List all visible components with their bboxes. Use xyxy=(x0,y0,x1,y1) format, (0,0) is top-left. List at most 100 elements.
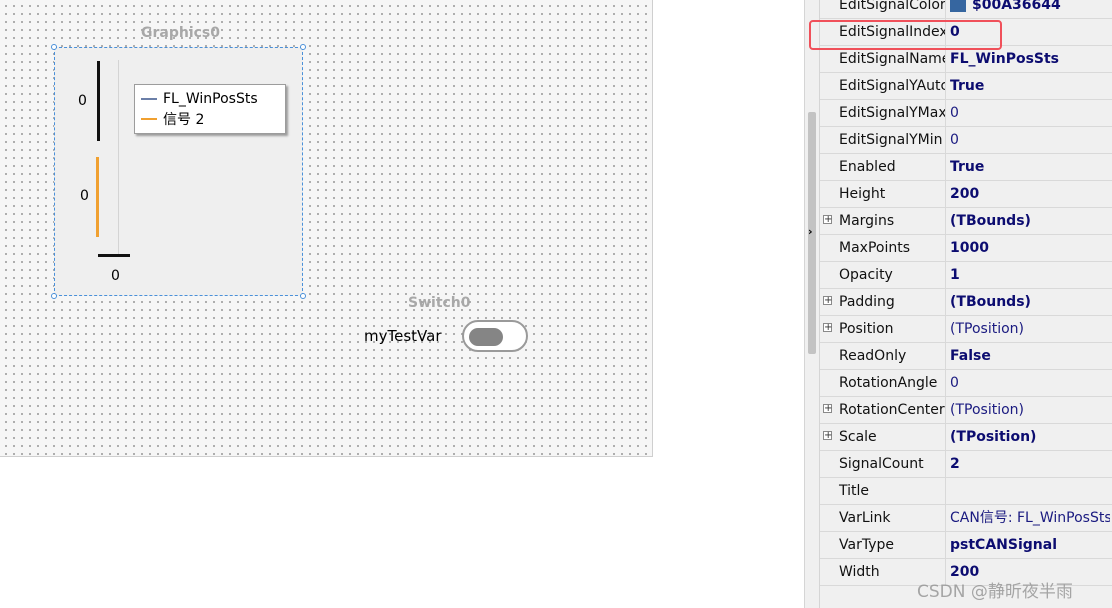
property-value-text: $00A36644 xyxy=(972,0,1061,13)
property-value[interactable]: (TPosition) xyxy=(950,402,1024,418)
signal-2-bar xyxy=(96,157,99,237)
property-name: Position xyxy=(820,316,946,342)
property-row-rotationcenter[interactable]: + RotationCenter (TPosition) xyxy=(820,397,1112,424)
chart-legend: FL_WinPosSts 信号 2 xyxy=(134,84,286,134)
property-value[interactable]: 0 xyxy=(950,375,959,391)
toggle-switch[interactable] xyxy=(462,320,528,352)
property-row-signalcount[interactable]: SignalCount 2 xyxy=(820,451,1112,478)
property-value[interactable]: False xyxy=(950,348,991,364)
expand-plus-icon[interactable]: + xyxy=(823,430,833,441)
property-row-rotationangle[interactable]: RotationAngle 0 xyxy=(820,370,1112,397)
chart-axis-line xyxy=(118,60,119,256)
property-value[interactable]: pstCANSignal xyxy=(950,537,1057,553)
switch-caption: Switch0 xyxy=(408,295,471,311)
property-name: ReadOnly xyxy=(820,343,946,369)
color-swatch-icon xyxy=(950,0,966,12)
expand-plus-icon[interactable]: + xyxy=(823,322,833,333)
object-inspector: EditSignalColor $00A36644 EditSignalInde… xyxy=(820,0,1112,608)
property-row-margins[interactable]: + Margins (TBounds) xyxy=(820,208,1112,235)
property-name: EditSignalYMax xyxy=(820,100,946,126)
property-row-position[interactable]: + Position (TPosition) xyxy=(820,316,1112,343)
watermark: CSDN @静昕夜半雨 xyxy=(917,582,1073,602)
property-name: SignalCount xyxy=(820,451,946,477)
property-name: MaxPoints xyxy=(820,235,946,261)
collapse-arrow-icon[interactable]: › xyxy=(808,225,813,238)
property-name: EditSignalName xyxy=(820,46,946,72)
property-row-varlink[interactable]: VarLink CAN信号: FL_WinPosSts xyxy=(820,505,1112,532)
panel-splitter[interactable]: › xyxy=(804,0,820,608)
property-name: EditSignalColor xyxy=(820,0,946,18)
property-row-opacity[interactable]: Opacity 1 xyxy=(820,262,1112,289)
property-value[interactable]: CAN信号: FL_WinPosSts xyxy=(950,510,1110,526)
property-value[interactable]: 2 xyxy=(950,456,960,472)
resize-handle-bottom-left[interactable] xyxy=(51,293,57,299)
property-value[interactable]: 200 xyxy=(950,186,980,202)
design-canvas[interactable]: Graphics0 0 0 0 FL_WinPosSts 信号 2 Switch… xyxy=(0,0,653,457)
resize-handle-top-right[interactable] xyxy=(300,44,306,50)
legend-item: FL_WinPosSts xyxy=(141,89,258,109)
graphics-caption: Graphics0 xyxy=(141,25,221,41)
x-axis-bar xyxy=(98,254,130,257)
expand-plus-icon[interactable]: + xyxy=(823,295,833,306)
empty-area xyxy=(654,0,804,608)
property-row-width[interactable]: Width 200 xyxy=(820,559,1112,586)
property-value[interactable]: (TPosition) xyxy=(950,321,1024,337)
resize-handle-bottom-right[interactable] xyxy=(300,293,306,299)
property-name: Title xyxy=(820,478,946,504)
scrollbar-thumb[interactable] xyxy=(808,112,816,354)
property-value[interactable]: $00A36644 xyxy=(950,0,1110,18)
property-name: VarType xyxy=(820,532,946,558)
property-row-maxpoints[interactable]: MaxPoints 1000 xyxy=(820,235,1112,262)
property-value[interactable]: (TBounds) xyxy=(950,213,1031,229)
expand-plus-icon[interactable]: + xyxy=(823,214,833,225)
property-row-editsignalymax[interactable]: EditSignalYMax 0 xyxy=(820,100,1112,127)
highlight-box xyxy=(809,20,1002,50)
property-row-editsignalcolor[interactable]: EditSignalColor $00A36644 xyxy=(820,0,1112,19)
property-value[interactable]: (TPosition) xyxy=(950,429,1037,445)
property-row-vartype[interactable]: VarType pstCANSignal xyxy=(820,532,1112,559)
property-row-readonly[interactable]: ReadOnly False xyxy=(820,343,1112,370)
property-name: VarLink xyxy=(820,505,946,531)
switch-label: myTestVar xyxy=(364,327,442,345)
property-value[interactable]: 0 xyxy=(950,105,959,121)
property-value[interactable]: 200 xyxy=(950,564,980,580)
property-row-height[interactable]: Height 200 xyxy=(820,181,1112,208)
expand-plus-icon[interactable]: + xyxy=(823,403,833,414)
property-row-editsignalname[interactable]: EditSignalName FL_WinPosSts xyxy=(820,46,1112,73)
property-name: EditSignalYAutc xyxy=(820,73,946,99)
property-value[interactable] xyxy=(950,478,1110,504)
legend-item: 信号 2 xyxy=(141,109,204,129)
signal-1-bar xyxy=(97,61,100,141)
property-name: EditSignalYMin xyxy=(820,127,946,153)
resize-handle-top-left[interactable] xyxy=(51,44,57,50)
legend-label-1: FL_WinPosSts xyxy=(163,91,258,107)
property-row-enabled[interactable]: Enabled True xyxy=(820,154,1112,181)
property-value[interactable]: 0 xyxy=(950,132,959,148)
property-row-padding[interactable]: + Padding (TBounds) xyxy=(820,289,1112,316)
property-value[interactable]: FL_WinPosSts xyxy=(950,51,1060,67)
legend-swatch-2 xyxy=(141,118,157,120)
property-row-editsignalyauto[interactable]: EditSignalYAutc True xyxy=(820,73,1112,100)
property-name: Opacity xyxy=(820,262,946,288)
property-value[interactable]: 1 xyxy=(950,267,960,283)
y-top-label: 0 xyxy=(78,93,87,109)
property-value[interactable]: 1000 xyxy=(950,240,989,256)
property-row-editsignalindex[interactable]: EditSignalIndex 0 xyxy=(820,19,1112,46)
property-name: Margins xyxy=(820,208,946,234)
property-row-scale[interactable]: + Scale (TPosition) xyxy=(820,424,1112,451)
toggle-switch-thumb[interactable] xyxy=(469,328,503,346)
legend-label-2: 信号 2 xyxy=(163,112,205,128)
x-label: 0 xyxy=(111,268,120,284)
property-value[interactable]: True xyxy=(950,159,985,175)
property-value[interactable]: True xyxy=(950,78,985,94)
y-bottom-label: 0 xyxy=(80,188,89,204)
property-name: Height xyxy=(820,181,946,207)
property-name: Padding xyxy=(820,289,946,315)
property-name: RotationAngle xyxy=(820,370,946,396)
property-value[interactable]: 0 xyxy=(950,24,960,40)
property-row-editsignalymin[interactable]: EditSignalYMin 0 xyxy=(820,127,1112,154)
property-name: Width xyxy=(820,559,946,585)
property-value[interactable]: (TBounds) xyxy=(950,294,1031,310)
property-row-title[interactable]: Title xyxy=(820,478,1112,505)
property-name: EditSignalIndex xyxy=(820,19,946,45)
